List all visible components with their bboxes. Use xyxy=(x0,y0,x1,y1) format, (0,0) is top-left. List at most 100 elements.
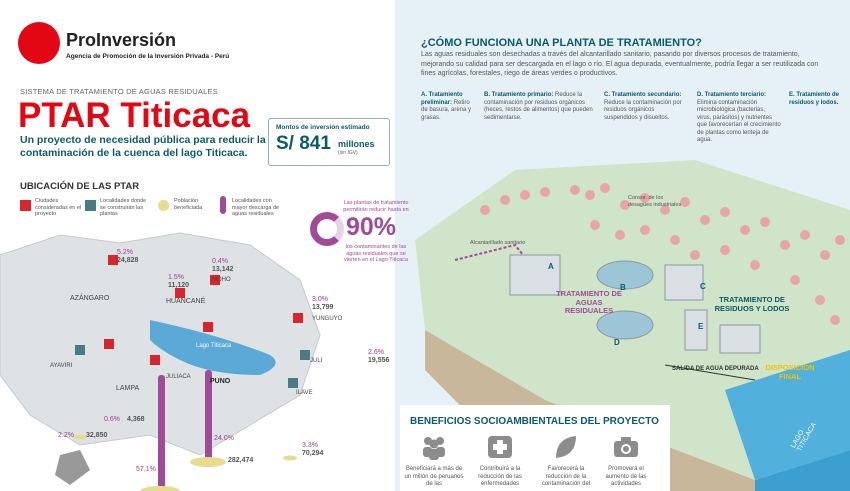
peru-mini-map xyxy=(55,450,90,485)
stat-pct-5: 2.6% xyxy=(368,349,384,356)
city-marker-moho xyxy=(210,275,220,285)
step-b: B. Tratamiento primario: Reduce la conta… xyxy=(484,92,593,121)
sludge-building xyxy=(719,324,761,354)
stat-num-6: 4,368 xyxy=(127,416,145,423)
tank-c xyxy=(664,264,704,301)
logo-subtitle: Agencia de Promoción de la Inversión Pri… xyxy=(66,53,230,60)
investment-note: (sin IGV) xyxy=(338,150,358,156)
legend-population: Población beneficiada xyxy=(174,198,203,211)
plant-letter-e: E xyxy=(698,322,704,331)
juliaca-discharge-bar xyxy=(158,375,165,491)
stat-num-8: 282,474 xyxy=(228,457,254,464)
city-marker-azangaro xyxy=(108,255,118,265)
plant-marker-juli xyxy=(300,350,310,360)
page-title: PTAR Titicaca xyxy=(18,96,251,135)
reduction-bottom-text: los contaminantes de las aguas residuale… xyxy=(344,244,408,263)
city-azangaro: AZÁNGARO xyxy=(70,295,110,302)
city-marker-juliaca xyxy=(150,355,160,365)
stat-pct-2: 1.5% xyxy=(168,274,184,281)
health-cross-icon xyxy=(488,436,512,458)
stat-pct-9: 3.3% xyxy=(302,442,318,449)
plant-letter-a: A xyxy=(548,262,554,271)
plant-marker-ayaviri xyxy=(75,345,85,355)
city-ayaviri: AYAVIRI xyxy=(50,363,73,369)
purple-cylinder-icon xyxy=(220,196,226,214)
stat-pct-1: 5.2% xyxy=(117,249,133,256)
ilave-population-disc xyxy=(283,455,297,461)
city-lampa: LAMPA xyxy=(116,385,140,392)
how-title: ¿CÓMO FUNCIONA UNA PLANTA DE TRATAMIENTO… xyxy=(421,37,702,49)
investment-value: S/ 841 xyxy=(276,133,331,154)
plant-letter-b: B xyxy=(620,283,626,292)
logo-name: ProInversión xyxy=(66,30,177,50)
city-moho: MOHO xyxy=(212,277,231,283)
puno-population-disc xyxy=(190,457,226,467)
reduction-top-text: Las plantas de tratamiento permitirán re… xyxy=(343,200,409,213)
reduction-value: 90% xyxy=(346,213,397,241)
sewer-pipe xyxy=(454,243,536,271)
plant-label-consorcio: Consor. de los desagües industriales xyxy=(628,195,682,208)
plant-label-disposicion: DISPOSICIÓN FINAL xyxy=(765,363,815,381)
stat-num-2: 11,120 xyxy=(168,282,190,289)
page-subtitle: Un proyecto de necesidad pública para re… xyxy=(20,134,266,159)
benefit-text-1: Beneficiará a más de un millón de peruan… xyxy=(404,466,464,487)
plant-label-lodos: TRATAMIENTO DE RESIDUOS Y LODOS xyxy=(714,295,790,313)
benefit-text-2: Contribuirá a la reducción de las enferm… xyxy=(478,466,522,487)
stat-pct-10: 57.1% xyxy=(136,466,156,473)
ayaviri-population-disc xyxy=(73,434,87,440)
benefit-text-3: Favorecerá la reducción de la contaminac… xyxy=(541,466,591,487)
juliaca-population-disc xyxy=(140,486,180,491)
city-marker-lampa xyxy=(104,339,114,349)
red-cube-icon xyxy=(20,200,31,211)
step-a: A. Tratamiento preliminar: Retiro de bas… xyxy=(421,92,472,121)
tank-e xyxy=(684,309,708,351)
proinversion-logo-icon xyxy=(18,22,60,64)
stat-pct-6: 0.6% xyxy=(104,416,120,423)
plant-label-salida: SALIDA DE AGUA DEPURADA xyxy=(672,366,759,372)
city-huancane: HUANCANÉ xyxy=(166,298,206,305)
city-ilave: ILAVE xyxy=(296,390,313,396)
puno-map xyxy=(0,232,321,491)
outlet-arrow xyxy=(664,364,756,381)
leaf-icon xyxy=(556,436,576,458)
city-puno: PUNO xyxy=(210,378,231,385)
yellow-disc-icon xyxy=(158,200,169,211)
city-juliaca: JULIACA xyxy=(166,374,191,380)
benefit-text-4: Promoverá el aumento de las actividades xyxy=(605,466,647,487)
city-marker-yunguyo xyxy=(293,313,303,323)
puno-discharge-bar xyxy=(205,370,212,465)
city-juli: JULI xyxy=(310,358,323,364)
tank-d xyxy=(596,310,654,340)
step-e: E. Tratamiento de residuos y lodos. xyxy=(789,92,840,106)
stat-pct-4: 3.0% xyxy=(312,296,328,303)
benefits-title: BENEFICIOS SOCIOAMBIENTALES DEL PROYECTO xyxy=(410,416,659,427)
plant-label-alcantarillado: Alcantarillado sanitario xyxy=(470,240,526,246)
tank-a xyxy=(509,254,561,296)
stat-num-7: 32,850 xyxy=(86,432,108,439)
stat-num-4: 13,799 xyxy=(312,304,334,311)
plant-letter-d: D xyxy=(614,338,620,347)
stat-num-3: 13,142 xyxy=(212,266,234,273)
city-marker-north xyxy=(175,288,185,298)
plant-marker-ilave xyxy=(288,378,298,388)
investment-label: Montos de inversión estimado xyxy=(276,124,370,131)
stat-num-9: 70,294 xyxy=(302,450,324,457)
camera-icon xyxy=(614,437,638,457)
location-title: UBICACIÓN DE LAS PTAR xyxy=(20,181,140,192)
stat-num-5: 19,556 xyxy=(368,357,390,364)
city-marker-huancane xyxy=(203,322,213,332)
reduction-ring-icon xyxy=(310,212,344,246)
stat-pct-3: 0.4% xyxy=(212,258,228,265)
how-description: Las aguas residuales son desechadas a tr… xyxy=(421,51,819,77)
step-c: C. Tratamiento secundario: Reduce la con… xyxy=(604,92,682,121)
step-d: D. Tratamiento terciario: Elimina contam… xyxy=(697,92,781,143)
lake-surface xyxy=(725,350,850,480)
lake-titicaca-shape xyxy=(150,320,276,375)
legend-discharge: Localidades con mayor descarga de aguas … xyxy=(232,198,280,217)
investment-unit: millones xyxy=(338,139,375,149)
plant-label-aguas: TRATAMIENTO DE AGUAS RESIDUALES xyxy=(556,289,622,315)
legend-plants: Localidades donde se construirán las pla… xyxy=(100,198,147,217)
plant-letter-c: C xyxy=(700,282,706,291)
people-icon xyxy=(423,437,445,460)
teal-cube-icon xyxy=(85,200,96,211)
